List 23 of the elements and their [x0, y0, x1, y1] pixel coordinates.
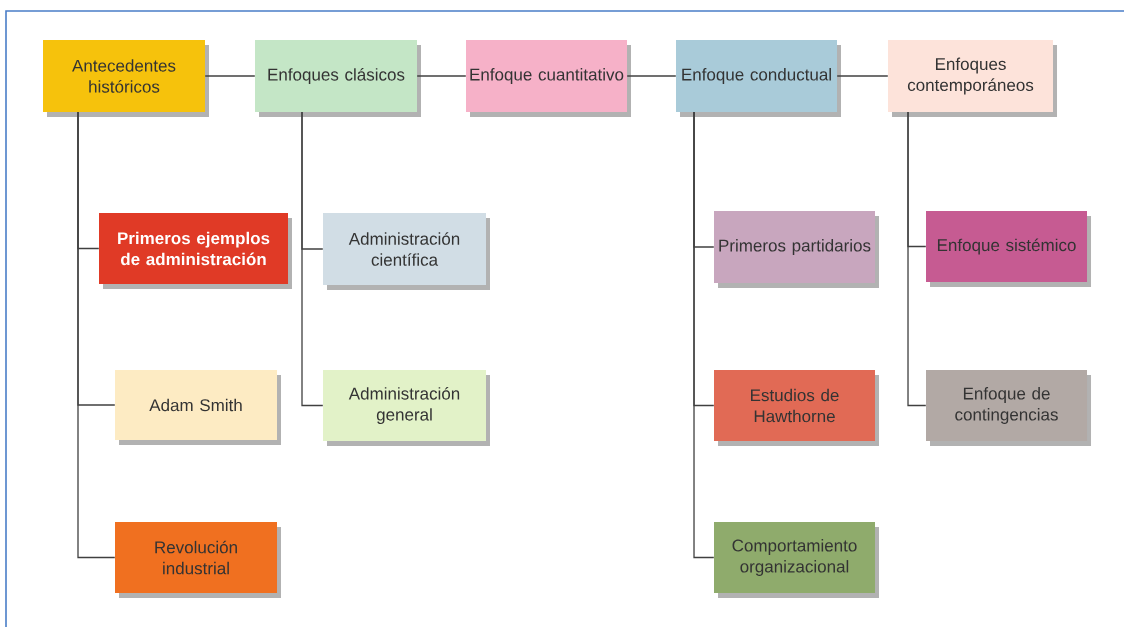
connector — [626, 75, 677, 77]
box: Administración científica — [323, 213, 490, 290]
box: Enfoque de contingencias — [926, 370, 1091, 446]
connector — [693, 111, 715, 559]
box: Comportamiento organizacional — [714, 522, 879, 598]
connector — [301, 111, 324, 407]
box: Revolución industrial — [115, 522, 281, 598]
box: Estudios de Hawthorne — [714, 370, 879, 446]
box: Adam Smith — [115, 370, 281, 445]
connector — [77, 111, 116, 559]
box: Enfoques clásicos — [255, 40, 421, 117]
box: Enfoques contemporáneos — [888, 40, 1057, 117]
box: Enfoque conductual — [676, 40, 841, 117]
connector — [416, 75, 467, 77]
connector — [836, 75, 889, 77]
connector — [907, 111, 927, 407]
box: Antecedentes históricos — [43, 40, 209, 117]
box: Primeros partidarios — [714, 211, 879, 288]
box: Enfoque cuantitativo — [466, 40, 631, 117]
box: Enfoque sistémico — [926, 211, 1091, 287]
box: Primeros ejemplos de administración — [99, 213, 292, 289]
connector — [204, 75, 256, 77]
box: Administración general — [323, 370, 490, 446]
